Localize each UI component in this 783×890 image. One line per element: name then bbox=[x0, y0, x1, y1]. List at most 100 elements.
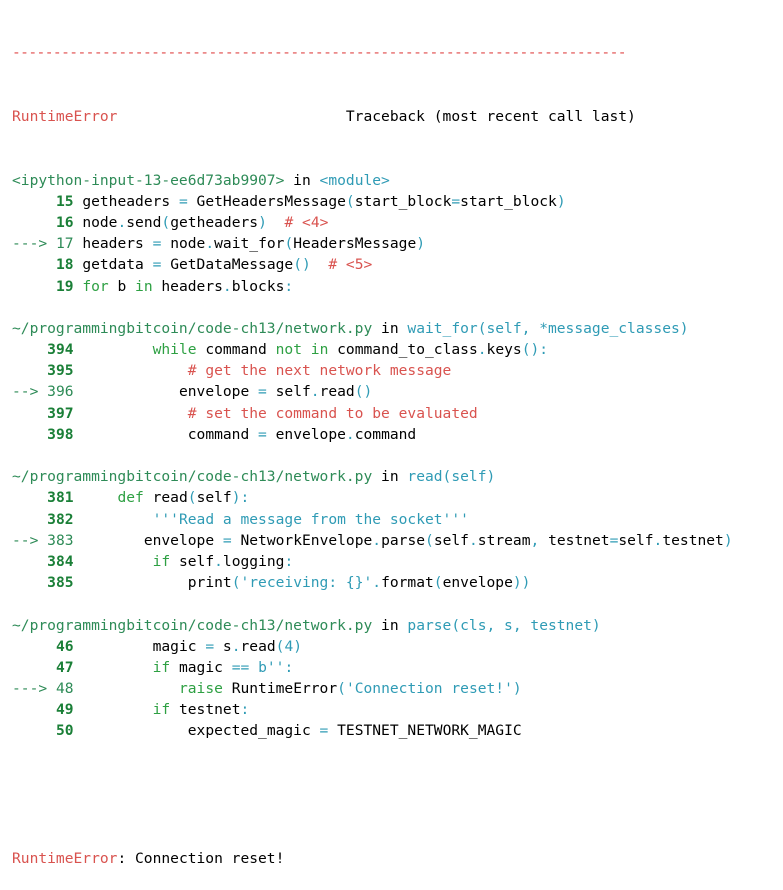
code-token: self bbox=[618, 531, 654, 549]
code-token: 4 bbox=[284, 637, 294, 655]
code-token: testnet bbox=[170, 701, 241, 719]
line-number: 17 bbox=[55, 235, 74, 253]
code-token: read bbox=[143, 489, 188, 507]
traceback-header: RuntimeError Traceback (most recent call… bbox=[12, 106, 783, 127]
indent bbox=[74, 722, 179, 739]
code-line: 382 '''Read a message from the socket''' bbox=[12, 509, 783, 530]
code-token: ) bbox=[723, 531, 733, 549]
line-number: 383 bbox=[47, 531, 74, 549]
code-line: --> 396 envelope = self.read() bbox=[12, 381, 783, 402]
code-token: . bbox=[310, 383, 320, 401]
line-number: 48 bbox=[55, 680, 74, 698]
code-token: if bbox=[152, 658, 171, 676]
code-line: 384 if self.logging: bbox=[12, 551, 783, 572]
code-token: '''Read a message from the socket''' bbox=[152, 510, 469, 528]
frame-header: ~/programmingbitcoin/code-ch13/network.p… bbox=[12, 615, 783, 636]
code-token: magic bbox=[152, 637, 206, 655]
code-token: ( bbox=[425, 531, 434, 549]
header-gap bbox=[117, 108, 345, 125]
code-token: ) bbox=[556, 192, 566, 210]
code-token bbox=[311, 256, 329, 273]
code-token: 'Connection reset!' bbox=[345, 680, 513, 698]
code-line: 385 print('receiving: {}'.format(envelop… bbox=[12, 572, 783, 593]
line-number: 15 bbox=[55, 192, 74, 210]
frame-header: ~/programmingbitcoin/code-ch13/network.p… bbox=[12, 466, 783, 487]
blank-line bbox=[12, 593, 783, 614]
line-number: 19 bbox=[55, 277, 74, 295]
code-line: 49 if testnet: bbox=[12, 699, 783, 720]
code-token: . bbox=[477, 341, 487, 359]
code-token: node bbox=[82, 213, 118, 231]
code-token: ) bbox=[231, 489, 241, 507]
code-line: 381 def read(self): bbox=[12, 487, 783, 508]
code-token: = bbox=[178, 192, 188, 210]
indent bbox=[74, 532, 136, 549]
code-token: expected_magic bbox=[187, 722, 320, 740]
code-line: 397 # set the command to be evaluated bbox=[12, 403, 783, 424]
code-token: ( bbox=[275, 637, 285, 655]
code-token: = bbox=[152, 256, 162, 274]
current-line-arrow: --> bbox=[12, 383, 48, 401]
code-token: = bbox=[319, 722, 329, 740]
code-token: envelope bbox=[442, 574, 513, 592]
indent bbox=[74, 489, 109, 506]
code-token: envelope bbox=[143, 531, 223, 549]
code-token: . bbox=[468, 531, 478, 549]
code-token: ( bbox=[433, 574, 443, 592]
code-token: parse bbox=[381, 531, 426, 549]
code-token: b'' bbox=[258, 658, 285, 676]
code-token: ) bbox=[258, 213, 267, 231]
code-token bbox=[302, 341, 311, 358]
code-line: 19 for b in headers.blocks: bbox=[12, 276, 783, 297]
code-token: self bbox=[266, 383, 311, 401]
code-token: in bbox=[310, 341, 329, 359]
line-number: 394 bbox=[47, 341, 74, 359]
code-token: GetHeadersMessage bbox=[187, 192, 346, 210]
code-token: in bbox=[135, 277, 153, 295]
line-number: 381 bbox=[47, 489, 74, 507]
code-token: headers bbox=[152, 277, 223, 295]
code-token: == bbox=[231, 658, 250, 676]
line-number: 50 bbox=[55, 722, 74, 740]
code-token: GetDataMessage bbox=[161, 256, 294, 274]
frames-container: <ipython-input-13-ee6d73ab9907> in <modu… bbox=[12, 170, 783, 742]
code-line: 47 if magic == b'': bbox=[12, 657, 783, 678]
code-line: 16 node.send(getheaders) # <4> bbox=[12, 212, 783, 233]
traceback-label: Traceback (most recent call last) bbox=[345, 108, 636, 125]
frame-function: parse(cls, s, testnet) bbox=[407, 616, 601, 634]
code-token: HeadersMessage bbox=[293, 235, 417, 253]
code-line: 18 getdata = GetDataMessage() # <5> bbox=[12, 254, 783, 275]
code-token: = bbox=[222, 531, 232, 549]
code-token: not bbox=[275, 341, 302, 359]
code-token: . bbox=[222, 277, 232, 295]
code-token: # <4> bbox=[284, 213, 329, 231]
code-token: getheaders bbox=[82, 192, 179, 210]
line-number: 384 bbox=[47, 552, 74, 570]
code-token: testnet bbox=[662, 531, 724, 549]
code-token: ) bbox=[293, 637, 303, 655]
code-token: node bbox=[161, 235, 206, 253]
code-token: : bbox=[240, 701, 250, 719]
indent bbox=[74, 426, 179, 443]
line-number: 47 bbox=[55, 658, 74, 676]
code-token: () bbox=[521, 341, 540, 359]
current-line-arrow: ---> bbox=[12, 680, 56, 698]
code-token: stream bbox=[477, 531, 531, 549]
code-line: ---> 48 raise RuntimeError('Connection r… bbox=[12, 678, 783, 699]
code-token: ( bbox=[161, 213, 171, 231]
code-token: = bbox=[205, 637, 215, 655]
frame-in-keyword: in bbox=[293, 171, 311, 189]
line-number: 395 bbox=[47, 362, 74, 380]
line-number: 397 bbox=[47, 404, 74, 422]
code-line: ---> 17 headers = node.wait_for(HeadersM… bbox=[12, 233, 783, 254]
code-line: 394 while command not in command_to_clas… bbox=[12, 339, 783, 360]
code-token: ( bbox=[345, 192, 355, 210]
code-token: . bbox=[345, 425, 355, 443]
code-token: # <5> bbox=[328, 256, 373, 274]
line-number: 382 bbox=[47, 510, 74, 528]
code-token: = bbox=[258, 383, 267, 401]
frame-in-keyword: in bbox=[381, 319, 399, 337]
code-token: = bbox=[152, 235, 162, 253]
code-token: self bbox=[170, 552, 215, 570]
frame-in-keyword: in bbox=[381, 616, 399, 634]
